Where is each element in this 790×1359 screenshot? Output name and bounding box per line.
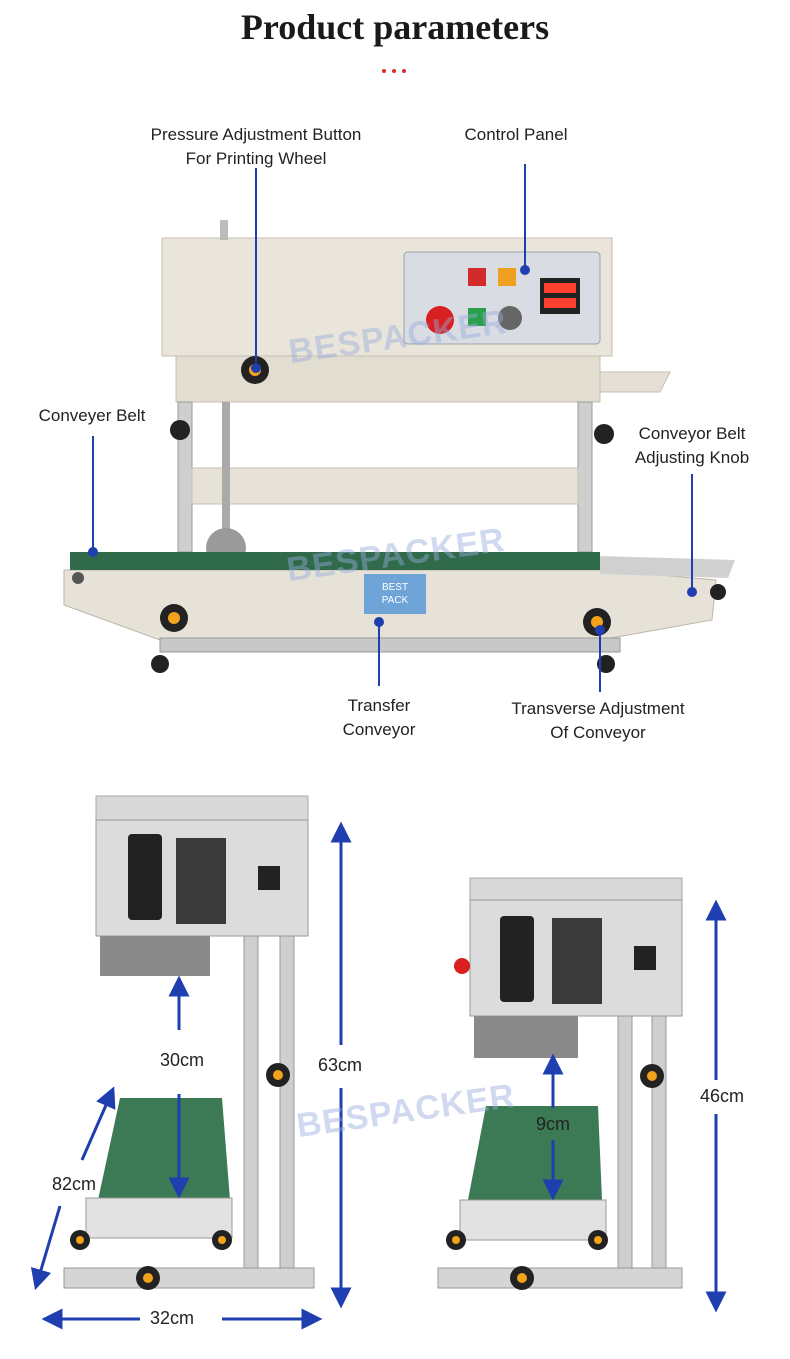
dimension-left-depth: 82cm [52, 1174, 97, 1194]
device-label-line1: BEST [382, 582, 408, 593]
callout-control-panel: Control Panel [464, 125, 568, 144]
dimension-right-gap: 9cm [536, 1114, 571, 1134]
top-machine-image: BEST PACK [63, 220, 735, 673]
page-title: Product parameters [240, 7, 550, 47]
device-label-line2: PACK [382, 595, 409, 606]
callout-transverse-adjustment: Transverse Adjustment Of Conveyor [511, 699, 685, 742]
dimension-right-height: 46cm [700, 1086, 745, 1106]
dimension-left-height: 63cm [318, 1055, 363, 1075]
callout-belt-knob: Conveyor Belt Adjusting Knob [634, 424, 750, 467]
right-unit-dimension-arrows [542, 899, 727, 1313]
left-unit-image [63, 795, 315, 1290]
right-unit-image [437, 877, 683, 1290]
title-decoration-dots [379, 60, 409, 78]
callout-leaders [88, 164, 697, 692]
callout-pressure-button: Pressure Adjustment Button For Printing … [150, 125, 362, 168]
dimension-left-width: 32cm [150, 1308, 195, 1328]
callout-transfer-conveyor: Transfer Conveyor [342, 696, 416, 739]
left-unit-dimension-arrows [30, 821, 352, 1330]
callout-conveyer-belt: Conveyer Belt [38, 406, 146, 425]
dimension-left-gap: 30cm [160, 1050, 205, 1070]
